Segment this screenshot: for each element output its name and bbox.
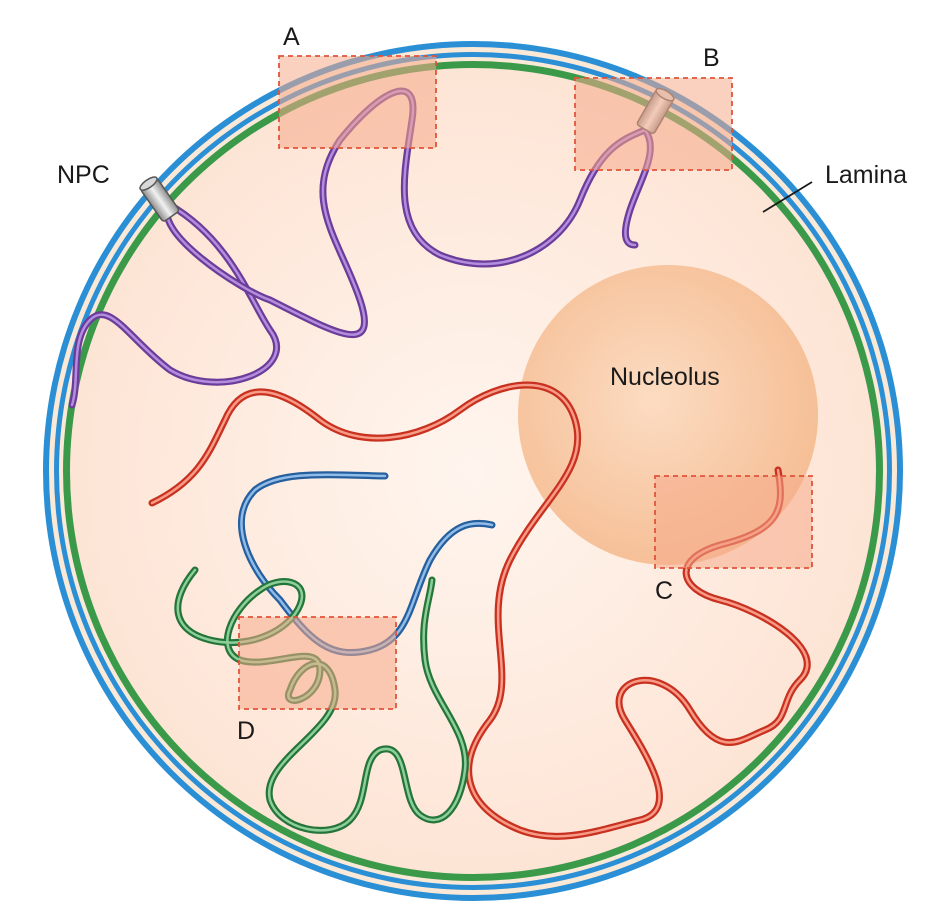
label-a: A <box>283 23 300 51</box>
region-c-box <box>654 475 813 569</box>
label-b: B <box>703 44 720 72</box>
region-b-box <box>574 77 733 171</box>
label-d: D <box>237 717 255 745</box>
label-lamina: Lamina <box>825 161 907 189</box>
lamina-pointer-line <box>762 181 813 213</box>
region-d-box <box>238 616 397 710</box>
label-c: C <box>655 577 673 605</box>
chromosome-red <box>148 381 811 840</box>
label-npc: NPC <box>57 161 110 189</box>
region-a-box <box>278 55 437 149</box>
label-nucleolus: Nucleolus <box>610 363 720 391</box>
npc-left <box>139 176 180 222</box>
